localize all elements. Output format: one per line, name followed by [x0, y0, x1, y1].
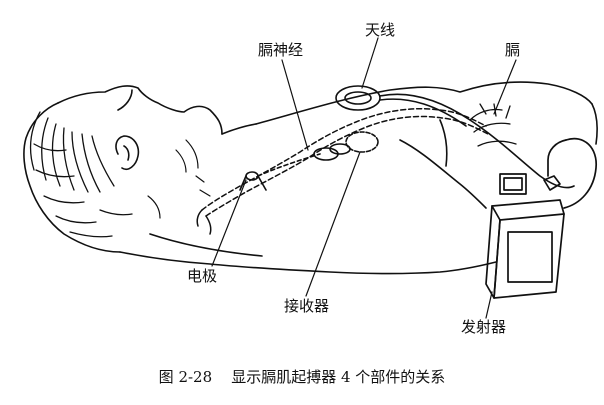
label-diaphragm: 膈 — [505, 41, 520, 59]
label-antenna: 天线 — [365, 21, 395, 39]
caption-gap — [212, 368, 231, 386]
caption-number: 图 2-28 — [159, 368, 212, 386]
electrode — [240, 154, 320, 190]
caption-text: 显示膈肌起搏器 4 个部件的关系 — [231, 368, 445, 386]
label-transmitter: 发射器 — [461, 318, 506, 336]
ear-detail — [116, 136, 138, 169]
antenna — [336, 86, 574, 188]
figure-caption: 图 2-28 显示膈肌起搏器 4 个部件的关系 — [0, 367, 604, 387]
label-electrode: 电极 — [187, 267, 217, 285]
label-receiver: 接收器 — [284, 297, 329, 315]
neck-shading — [148, 140, 210, 218]
receiver — [346, 132, 378, 152]
hair-strokes — [31, 112, 132, 237]
nerve-ovals — [314, 144, 350, 160]
label-phrenic-nerve: 膈神经 — [258, 41, 303, 59]
transmitter-box — [486, 139, 596, 298]
